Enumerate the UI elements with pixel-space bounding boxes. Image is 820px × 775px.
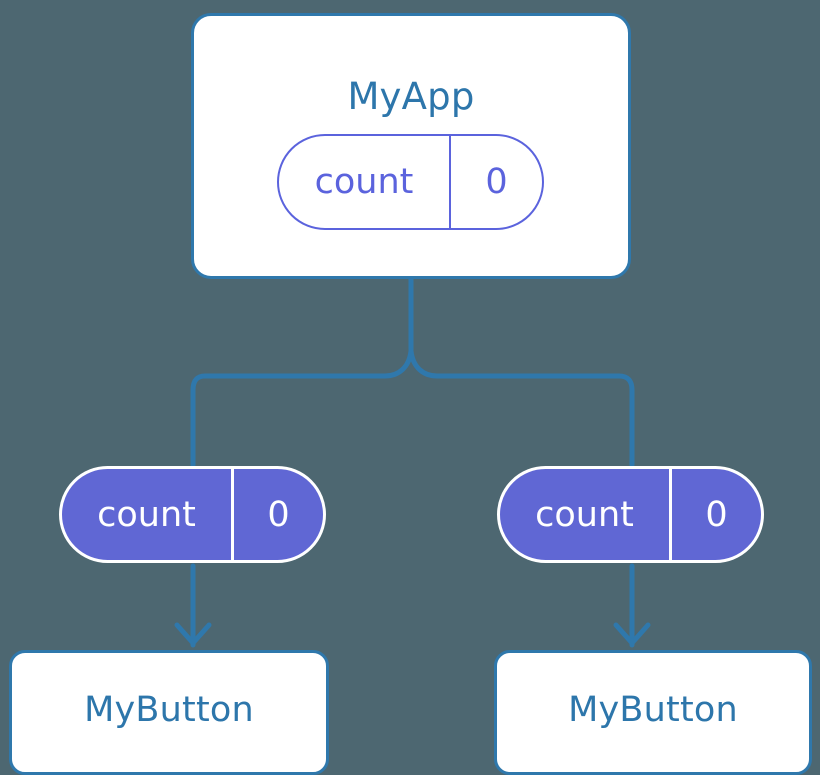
state-pill-value: 0 (485, 162, 508, 202)
state-pill-key: count (279, 136, 451, 228)
branch-line-right (408, 348, 635, 468)
branch-line-left (190, 348, 414, 468)
prop-pill-right-key: count (500, 469, 672, 560)
arrow-head-left (174, 622, 212, 646)
prop-pill-right[interactable]: count 0 (497, 466, 764, 563)
state-pill-myapp[interactable]: count 0 (277, 134, 544, 230)
prop-pill-left-value: 0 (267, 494, 290, 535)
component-label-mybutton-left: MyButton (84, 690, 254, 730)
component-node-mybutton-right[interactable]: MyButton (494, 650, 812, 775)
component-label-myapp: MyApp (347, 75, 475, 118)
prop-pill-right-value: 0 (705, 494, 728, 535)
prop-pill-left-key: count (62, 469, 234, 560)
component-node-mybutton-left[interactable]: MyButton (9, 650, 329, 775)
arrow-head-right (613, 622, 651, 646)
prop-pill-left[interactable]: count 0 (59, 466, 326, 563)
component-label-mybutton-right: MyButton (568, 690, 738, 730)
